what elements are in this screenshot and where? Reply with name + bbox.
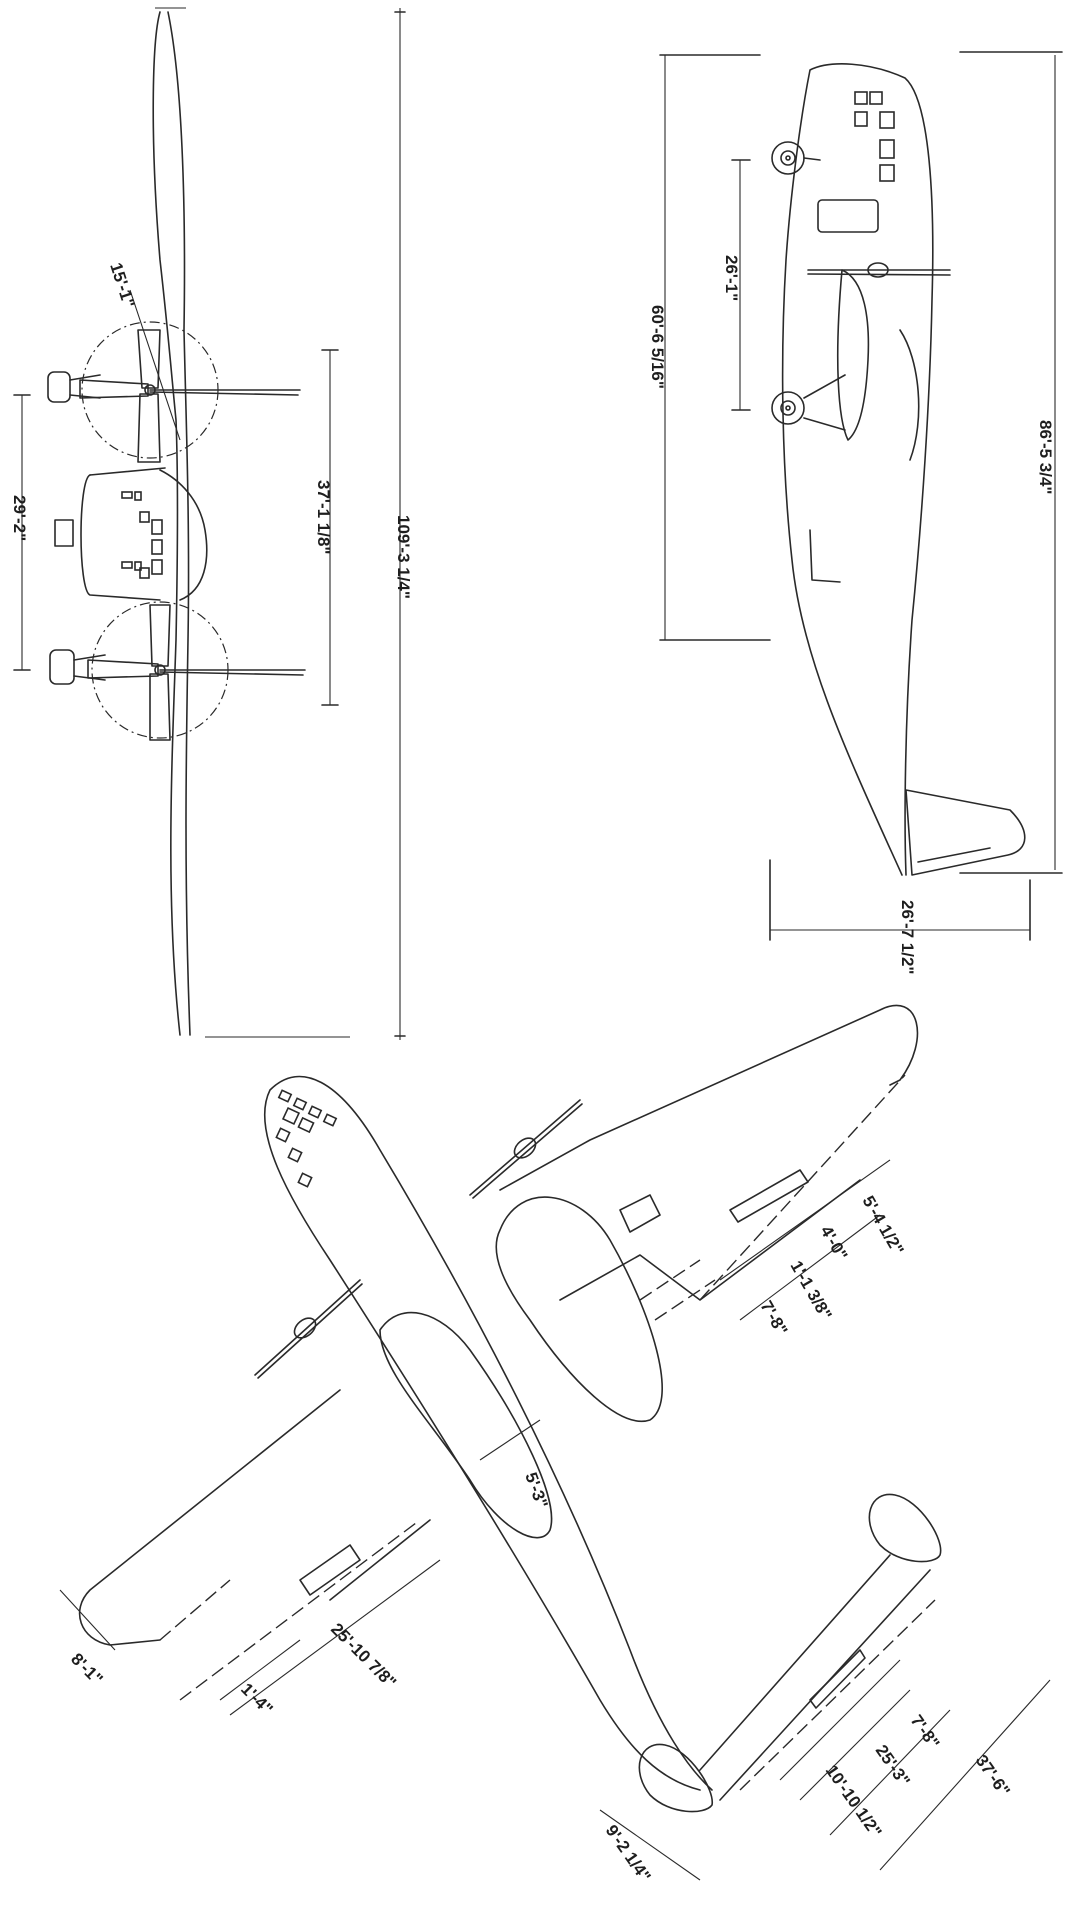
front-propeller-right bbox=[87, 604, 306, 741]
plan-nacelle-label: 5'-3" bbox=[521, 1470, 551, 1511]
side-wheel-spacing-label: 26'-1" bbox=[722, 255, 741, 301]
plan-elevator-tab bbox=[809, 1649, 866, 1709]
side-nose-gear bbox=[771, 141, 821, 175]
plan-nose-windows bbox=[275, 1089, 338, 1188]
front-fuselage-top bbox=[89, 467, 166, 476]
front-view: 109'-3 1/4" 37'-1 1/8" 29'-2" 15'-1" bbox=[10, 7, 413, 1040]
front-engine-spacing-label: 37'-1 1/8" bbox=[314, 480, 333, 554]
plan-tip-chord-label: 8'-1" bbox=[67, 1649, 106, 1688]
side-view: 86'-5 3/4" 60'-6 5/16" 26'-1" 26'-7 1/2" bbox=[648, 51, 1063, 974]
side-propeller bbox=[807, 262, 951, 278]
front-wing-outline bbox=[152, 11, 191, 1036]
front-propeller-left bbox=[79, 329, 301, 463]
plan-aileron-span-label: 25'-10 7/8" bbox=[327, 1619, 400, 1692]
side-main-gear bbox=[771, 374, 846, 431]
plan-propeller-right bbox=[469, 1099, 583, 1199]
side-windows bbox=[817, 91, 895, 233]
side-tail-height-label: 26'-7 1/2" bbox=[898, 900, 917, 974]
front-prop-diameter-label: 15'-1" bbox=[106, 260, 138, 310]
plan-fuselage bbox=[263, 1075, 713, 1791]
plan-left-wing-trailing bbox=[159, 1519, 421, 1701]
side-length-label: 86'-5 3/4" bbox=[1036, 420, 1055, 494]
plan-right-wing bbox=[499, 1004, 919, 1301]
side-tail-fin bbox=[905, 789, 1026, 876]
plan-tail-chord-label: 9'-2 1/4" bbox=[602, 1821, 655, 1885]
cockpit-windows bbox=[121, 491, 163, 579]
plan-elevator-a-label: 7'-8" bbox=[907, 1711, 944, 1752]
side-wing-root bbox=[836, 269, 870, 441]
plan-dimension-lines bbox=[59, 1159, 1051, 1881]
side-fuselage-outline bbox=[781, 63, 934, 876]
plan-right-wing-trailing bbox=[699, 1074, 906, 1301]
front-main-gear bbox=[47, 371, 106, 685]
plan-propeller-left bbox=[254, 1279, 363, 1379]
front-tailplane-label: 29'-2" bbox=[10, 495, 29, 541]
prop-diameter-dimension-line bbox=[129, 289, 181, 441]
side-height-label: 60'-6 5/16" bbox=[648, 305, 667, 389]
plan-flaps bbox=[299, 1169, 809, 1596]
plan-flap-d-label: 7'-8" bbox=[757, 1298, 792, 1339]
side-rudder-line bbox=[917, 847, 991, 863]
side-wing-fairing bbox=[899, 329, 920, 461]
plan-left-wing bbox=[78, 1389, 431, 1646]
plan-left-nacelle bbox=[379, 1311, 553, 1539]
plan-tail-span-label: 37'-6" bbox=[972, 1751, 1014, 1800]
plan-elevator-b-label: 25'-3" bbox=[872, 1741, 914, 1790]
side-flap bbox=[809, 529, 841, 583]
plan-right-nacelle bbox=[495, 1196, 663, 1423]
front-nose-gear bbox=[54, 519, 74, 547]
front-fuselage bbox=[80, 469, 208, 601]
plan-tailplane bbox=[638, 1493, 942, 1813]
plan-nacelle-hatch bbox=[619, 1194, 661, 1233]
front-span-label: 109'-3 1/4" bbox=[394, 515, 413, 599]
plan-view: 8'-1" 1'-4" 25'-10 7/8" 5'-3" 5'-4 1/2" … bbox=[59, 1004, 1051, 1886]
plan-elevator bbox=[739, 1599, 936, 1791]
plan-elevator-c-label: 10'-10 1/2" bbox=[822, 1761, 886, 1841]
plan-flap-b-label: 4'-0" bbox=[817, 1223, 852, 1264]
